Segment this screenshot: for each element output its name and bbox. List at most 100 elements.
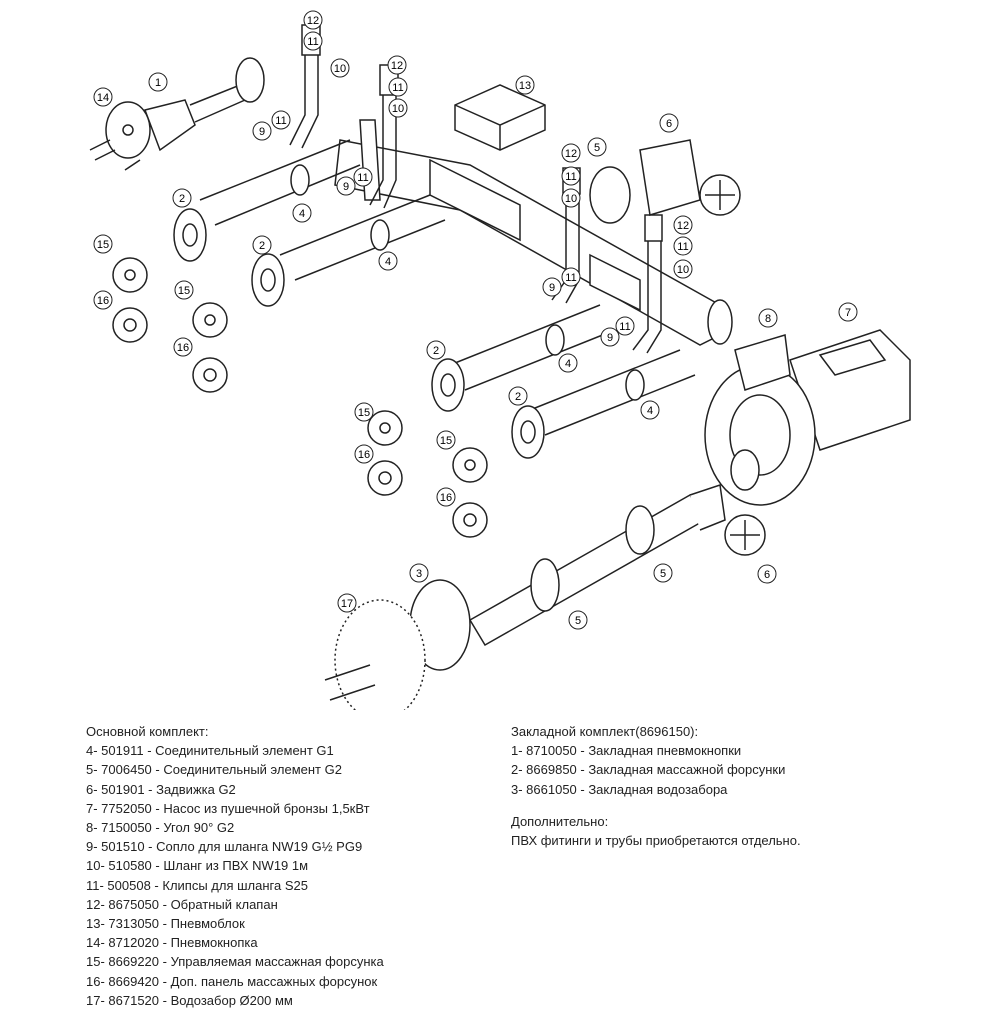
callout-10: 10 [330,58,350,78]
callout-2: 2 [426,340,446,360]
pump-7 [704,329,911,506]
exploded-parts-diagram: 14 1 12 11 10 12 11 10 13 11 9 2 4 11 9 … [89,10,911,710]
callout-11: 11 [561,166,581,186]
legend-item: 6- 501901 - Задвижка G2 [86,781,236,797]
svg-text:13: 13 [519,80,531,92]
callout-5: 5 [653,563,673,583]
callout-15: 15 [354,402,374,422]
callout-7: 7 [838,302,858,322]
svg-text:5: 5 [594,142,600,154]
callout-2: 2 [172,188,192,208]
svg-text:11: 11 [275,115,286,127]
svg-text:1: 1 [155,77,161,89]
svg-text:12: 12 [307,15,319,27]
legend-item: 14- 8712020 - Пневмокнопка [86,935,258,951]
legend-title: Закладной комплект(8696150): [511,724,699,739]
suction-line [324,484,766,710]
callout-labels: 14 1 12 11 10 12 11 10 13 11 9 2 4 11 9 … [93,10,858,630]
legend-item: 17- 8671520 - Водозабор Ø200 мм [86,992,293,1008]
air-button-assembly [89,57,265,171]
svg-text:15: 15 [178,285,190,297]
legend-item: 5- 7006450 - Соединительный элемент G2 [86,762,342,778]
svg-text:14: 14 [97,92,109,104]
callout-15: 15 [174,280,194,300]
legend-additional: Дополнительно: ПВХ фитинги и трубы приоб… [511,812,801,850]
svg-text:4: 4 [299,208,305,220]
callout-16: 16 [173,337,193,357]
legend-item: 11- 500508 - Клипсы для шланга S25 [86,877,308,893]
main-manifold [334,119,733,346]
callout-11: 11 [673,236,693,256]
callout-15: 15 [93,234,113,254]
callout-10: 10 [561,188,581,208]
svg-text:12: 12 [565,148,577,160]
callout-13: 13 [515,75,535,95]
callout-11: 11 [615,316,635,336]
legend-item: 7- 7752050 - Насос из пушечной бронзы 1,… [86,800,370,816]
branch-pipes [199,139,696,436]
legend-item: 15- 8669220 - Управляемая массажная форс… [86,954,384,970]
nozzles-15-16 [112,257,488,538]
svg-text:16: 16 [97,295,109,307]
callout-11: 11 [561,267,581,287]
svg-text:11: 11 [677,241,688,253]
svg-text:5: 5 [660,568,666,580]
legend-item: 10- 510580 - Шланг из ПВХ NW19 1м [86,858,309,874]
svg-text:10: 10 [392,103,404,115]
callout-9: 9 [542,277,562,297]
flanges-2 [173,208,545,459]
legend-item: 13- 7313050 - Пневмоблок [86,916,245,932]
legend-item: 12- 8675050 - Обратный клапан [86,896,278,912]
callout-1: 1 [148,72,168,92]
legend-item: 4- 501911 - Соединительный элемент G1 [86,743,334,759]
legend-item: 16- 8669420 - Доп. панель массажных форс… [86,973,378,989]
callout-5: 5 [568,610,588,630]
svg-text:16: 16 [440,492,452,504]
svg-text:8: 8 [765,313,771,325]
callout-11: 11 [353,167,373,187]
legend-main-kit: Основной комплект: 4- 501911 - Соедините… [86,722,384,1010]
svg-text:16: 16 [177,342,189,354]
callout-11: 11 [303,31,323,51]
callout-6: 6 [757,564,777,584]
callout-9: 9 [252,121,272,141]
svg-text:2: 2 [433,345,439,357]
svg-text:15: 15 [440,435,452,447]
top-valve-group [589,139,741,224]
callout-4: 4 [378,251,398,271]
callout-12: 12 [673,215,693,235]
callout-6: 6 [659,113,679,133]
svg-text:9: 9 [259,126,265,138]
callout-5: 5 [587,137,607,157]
svg-text:12: 12 [677,220,689,232]
svg-text:15: 15 [97,239,109,251]
callout-2: 2 [252,235,272,255]
svg-text:17: 17 [341,598,353,610]
svg-text:6: 6 [764,569,770,581]
callout-11: 11 [271,110,291,130]
air-block-13 [454,84,546,151]
legend-item: 1- 8710050 - Закладная пневмокнопки [511,743,742,759]
callout-12: 12 [387,55,407,75]
svg-text:4: 4 [385,256,391,268]
svg-text:11: 11 [357,172,368,184]
callout-16: 16 [354,444,374,464]
callout-16: 16 [436,487,456,507]
legend-item: 9- 501510 - Сопло для шланга NW19 G½ PG9 [86,839,363,855]
callout-15: 15 [436,430,456,450]
hose-10-d [632,214,663,354]
callout-4: 4 [640,400,660,420]
svg-text:2: 2 [259,240,265,252]
callout-10: 10 [388,98,408,118]
callout-2: 2 [508,386,528,406]
svg-text:4: 4 [565,358,571,370]
callout-16: 16 [93,290,113,310]
legend-embedded-kit: Закладной комплект(8696150): 1- 8710050 … [511,722,785,799]
callout-3: 3 [409,563,429,583]
callout-8: 8 [758,308,778,328]
legend-note: ПВХ фитинги и трубы приобретаются отдель… [511,833,801,849]
svg-text:10: 10 [677,264,689,276]
callout-4: 4 [292,203,312,223]
svg-text:16: 16 [358,449,370,461]
svg-text:9: 9 [607,332,613,344]
